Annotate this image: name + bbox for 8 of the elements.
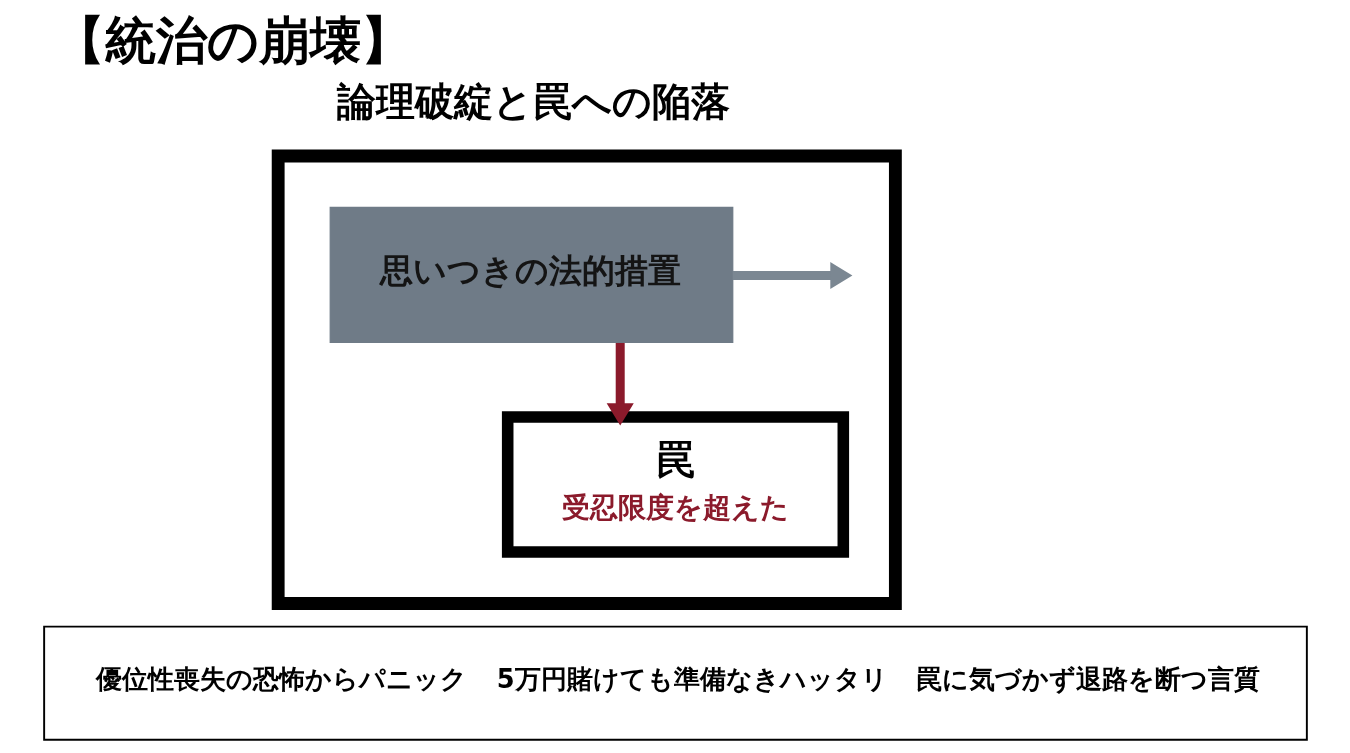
label: 論理破綻と罠への陥落 (336, 78, 730, 124)
node-box: 優位性喪失の恐怖からパニック 5万円賭けても準備なきハッタリ 罠に気づかず退路を断つ言質 (42, 625, 1308, 741)
diagram-title: 【統治の崩壊】 (53, 10, 412, 71)
arrow (732, 262, 852, 290)
arrow (606, 342, 634, 426)
cluster (271, 149, 902, 610)
node-box: 罠 受忍限度を超えた (501, 411, 849, 558)
node-box: 思いつきの法的措置 (329, 206, 733, 344)
